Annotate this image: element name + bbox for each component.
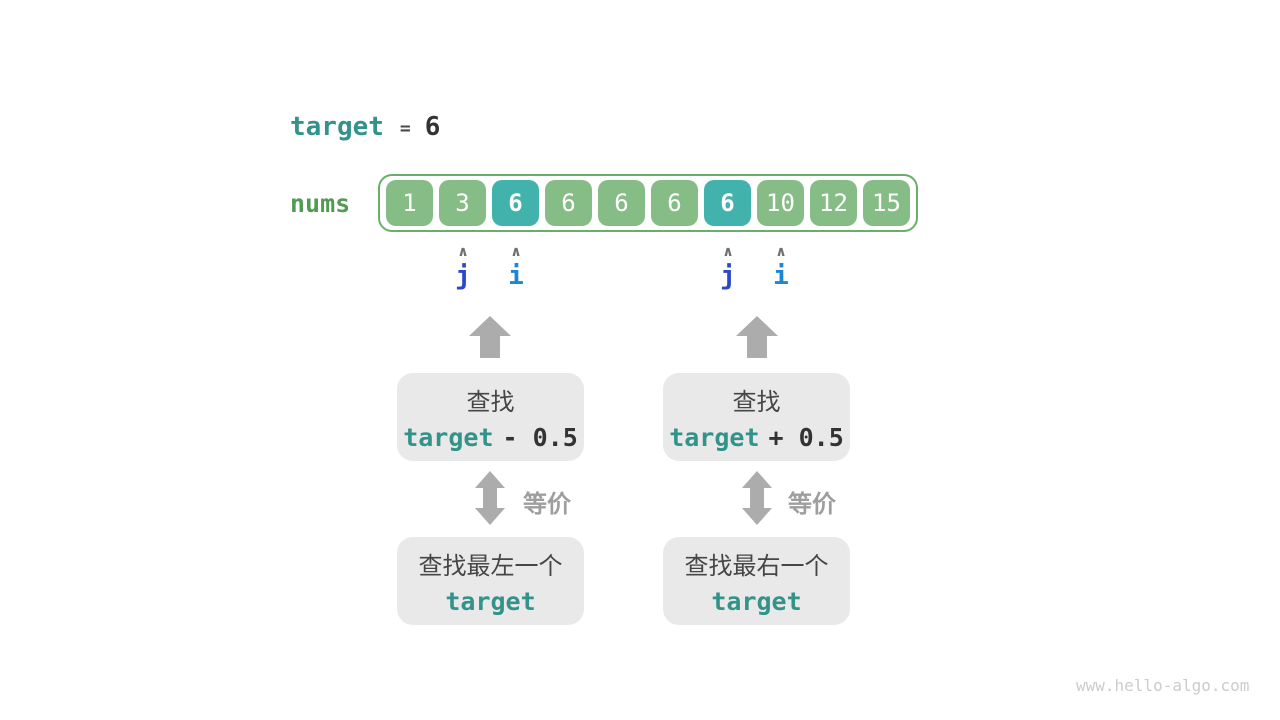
- search-box-right-code: target + 0.5: [669, 423, 844, 452]
- watermark: www.hello-algo.com: [1076, 676, 1250, 695]
- pointer-label-j: j: [455, 261, 471, 291]
- result-box-left: 查找最左一个 target: [397, 537, 584, 625]
- code-operator: + 0.5: [768, 423, 844, 452]
- code-operator: - 0.5: [502, 423, 578, 452]
- array-cell-highlighted: 6: [704, 180, 751, 226]
- caret-up-icon: ∧: [510, 243, 522, 259]
- target-keyword: target: [711, 587, 802, 616]
- target-keyword: target: [290, 112, 384, 142]
- result-box-right: 查找最右一个 target: [663, 537, 850, 625]
- array-cell-highlighted: 6: [492, 180, 539, 226]
- result-box-left-title: 查找最左一个: [418, 553, 563, 580]
- pointer-i: ∧i: [773, 243, 789, 291]
- caret-up-icon: ∧: [722, 243, 734, 259]
- search-box-right-title: 查找: [732, 389, 781, 416]
- target-declaration: target = 6: [290, 112, 440, 142]
- pointer-j: ∧j: [455, 243, 471, 291]
- pointer-i: ∧i: [508, 243, 524, 291]
- array-cell: 12: [810, 180, 857, 226]
- pointer-label-i: i: [773, 261, 789, 291]
- caret-up-icon: ∧: [457, 243, 469, 259]
- pointer-label-i: i: [508, 261, 524, 291]
- array-cell: 10: [757, 180, 804, 226]
- search-box-right: 查找 target + 0.5: [663, 373, 850, 461]
- result-box-right-title: 查找最右一个: [684, 553, 829, 580]
- array-cell: 6: [651, 180, 698, 226]
- up-arrow-left-icon: [469, 316, 511, 358]
- array-cell: 15: [863, 180, 910, 226]
- array-cell: 1: [386, 180, 433, 226]
- pointer-label-j: j: [720, 261, 736, 291]
- search-box-left-title: 查找: [466, 389, 515, 416]
- up-arrow-right-icon: [736, 316, 778, 358]
- array-cell: 3: [439, 180, 486, 226]
- target-keyword: target: [445, 587, 536, 616]
- nums-label: nums: [290, 189, 351, 218]
- equivalence-label-left: 等价: [523, 491, 571, 518]
- search-box-left-code: target - 0.5: [403, 423, 578, 452]
- array-cell: 6: [598, 180, 645, 226]
- equals-sign: =: [399, 117, 411, 139]
- search-box-left: 查找 target - 0.5: [397, 373, 584, 461]
- equivalence-label-right: 等价: [788, 491, 836, 518]
- target-keyword: target: [403, 423, 494, 452]
- equivalence-arrow-right-icon: [742, 471, 772, 525]
- pointer-j: ∧j: [720, 243, 736, 291]
- equivalence-arrow-left-icon: [475, 471, 505, 525]
- target-value: 6: [424, 112, 441, 142]
- target-keyword: target: [669, 423, 760, 452]
- caret-up-icon: ∧: [775, 243, 787, 259]
- array-cell: 6: [545, 180, 592, 226]
